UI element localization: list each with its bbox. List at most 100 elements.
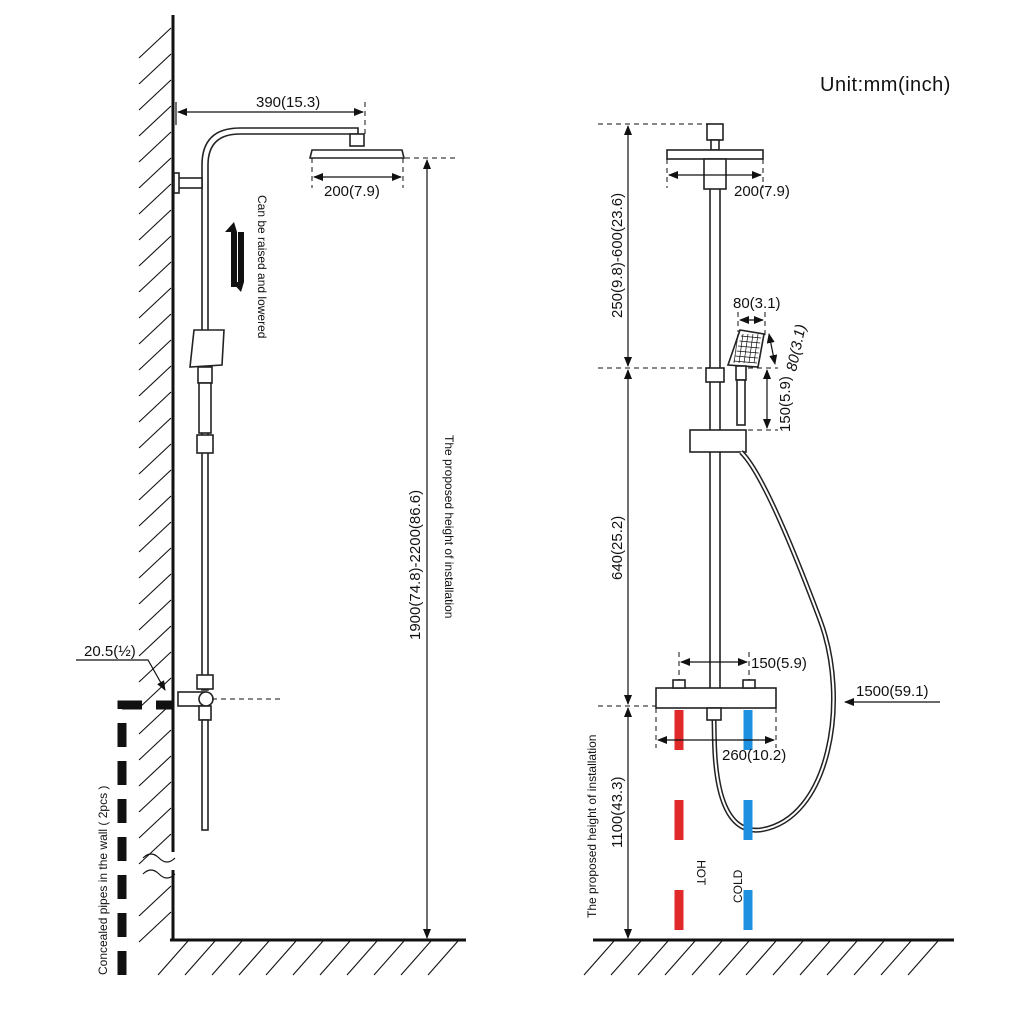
floor-hatch-line: [265, 940, 297, 976]
wall-hatch-line: [138, 235, 172, 267]
nozzle-grid-line: [736, 350, 759, 354]
wall-hatch-line: [138, 521, 172, 553]
pipe-offset-leader: [76, 659, 166, 691]
floor-hatch-line: [691, 940, 723, 976]
r-head-width-label: 200(7.9): [734, 183, 790, 200]
wall-hatching: [138, 27, 172, 943]
pipe-offset-label: 20.5(½): [84, 643, 136, 660]
slide-holder: [197, 366, 213, 384]
valve-height-label: 1100(43.3): [609, 777, 626, 848]
wall-hatch-line: [138, 781, 172, 813]
floor-hatch-line: [664, 940, 696, 976]
floor-hatch-line: [157, 940, 189, 976]
wall-hatch-line: [138, 677, 172, 709]
wall-hatch-line: [138, 79, 172, 111]
nozzle-grid-line: [734, 355, 758, 359]
overhead-shower-head: [308, 149, 406, 159]
floor-hatch-line: [718, 940, 750, 976]
wall-hatch-line: [138, 209, 172, 241]
floor-hatch-line: [745, 940, 777, 976]
wall-break-mark: [142, 853, 176, 879]
wall-bracket-plate: [173, 172, 180, 194]
wall-hatch-line: [138, 651, 172, 683]
install-height-note: The proposed height of installation: [442, 435, 456, 618]
inlet-spacing-label: 150(5.9): [751, 655, 807, 672]
bar-length-label: 640(25.2): [609, 516, 626, 580]
wall-hatch-line: [138, 495, 172, 527]
hs-height-label: 80(3.1): [783, 323, 810, 373]
floor-hatch-line: [826, 940, 858, 976]
wall-hatch-line: [138, 105, 172, 137]
raise-arrow-icon: [225, 222, 237, 287]
nozzle-grid-line: [743, 333, 749, 364]
floor-hatch-line: [184, 940, 216, 976]
floor-hatch-line: [427, 940, 459, 976]
wall-hatch-line: [138, 157, 172, 189]
left-view: 390(15.3) 200(7.9) Can be raised and low…: [76, 15, 466, 976]
shower-hose-inner: [713, 451, 835, 832]
floor-hatch-line: [637, 940, 669, 976]
concealed-pipe: [117, 700, 172, 975]
wall-hatch-line: [138, 287, 172, 319]
wall-hatch-line: [138, 885, 172, 917]
nozzle-grid-line: [753, 333, 759, 364]
floor-hatch-line: [211, 940, 243, 976]
wall-hatch-line: [138, 625, 172, 657]
shower-arm: [201, 127, 359, 691]
floor-hatch-line: [610, 940, 642, 976]
overhead-shower-head-front: [666, 149, 764, 160]
floor-hatching-left: [157, 940, 459, 976]
wall-hatch-line: [138, 807, 172, 839]
concealed-pipes-note: Concealed pipes in the wall ( 2pcs ): [96, 786, 110, 975]
hand-shower-grip: [736, 379, 746, 426]
valve-width-label: 260(10.2): [722, 747, 786, 764]
wall-hatch-line: [138, 573, 172, 605]
hand-shower-grid: [733, 333, 762, 364]
nozzle-grid-line: [748, 333, 754, 364]
floor-hatching-right: [583, 940, 939, 976]
floor-hatch-line: [799, 940, 831, 976]
holder-length-label: 150(5.9): [777, 376, 794, 432]
floor-hatch-line: [907, 940, 939, 976]
nozzle-grid-line: [733, 333, 739, 364]
wall-hatch-line: [138, 339, 172, 371]
hs-width-label: 80(3.1): [733, 295, 781, 312]
top-connector-stem: [710, 139, 720, 151]
floor-hatch-line: [583, 940, 615, 976]
lower-arrow-icon: [232, 232, 244, 292]
cold-label: COLD: [731, 869, 745, 903]
hose-spout: [201, 719, 209, 831]
wall-hatch-line: [138, 599, 172, 631]
unit-label: Unit:mm(inch): [820, 74, 951, 96]
wall-hatch-line: [138, 53, 172, 85]
nozzle-grid-line: [733, 360, 758, 364]
wall-hatch-line: [138, 417, 172, 449]
wall-hatch-line: [138, 755, 172, 787]
hand-shower-side: [189, 329, 225, 368]
wall-hatch-line: [138, 131, 172, 163]
wall-hatch-line: [138, 729, 172, 761]
bar-collar: [705, 367, 725, 383]
floor-hatch-line: [346, 940, 378, 976]
top-connector: [706, 123, 724, 141]
right-view: HOT COLD 200(7.9) 250(9.8)-600(23.6) 80(…: [583, 123, 954, 976]
valve-height-note: The proposed height of installation: [585, 735, 599, 918]
wall-hatch-line: [138, 365, 172, 397]
arm-connector: [349, 133, 365, 147]
wall-hatch-line: [138, 443, 172, 475]
top-adjust-label: 250(9.8)-600(23.6): [609, 193, 626, 318]
valve-outlet: [706, 707, 722, 721]
head-width-label: 200(7.9): [324, 183, 380, 200]
floor-hatch-line: [292, 940, 324, 976]
hose-length-label: 1500(59.1): [856, 683, 929, 700]
elbow-nut: [198, 691, 214, 707]
wall-hatch-line: [138, 547, 172, 579]
outlet-nut: [198, 705, 212, 721]
floor-hatch-line: [319, 940, 351, 976]
raise-lower-note: Can be raised and lowered: [255, 195, 269, 338]
install-height-label: 1900(74.8)-2200(86.6): [407, 490, 424, 640]
hand-shower-neck: [735, 365, 747, 381]
wall-hatch-line: [138, 27, 172, 59]
hand-shower-holder: [689, 429, 747, 453]
floor-hatch-line: [772, 940, 804, 976]
